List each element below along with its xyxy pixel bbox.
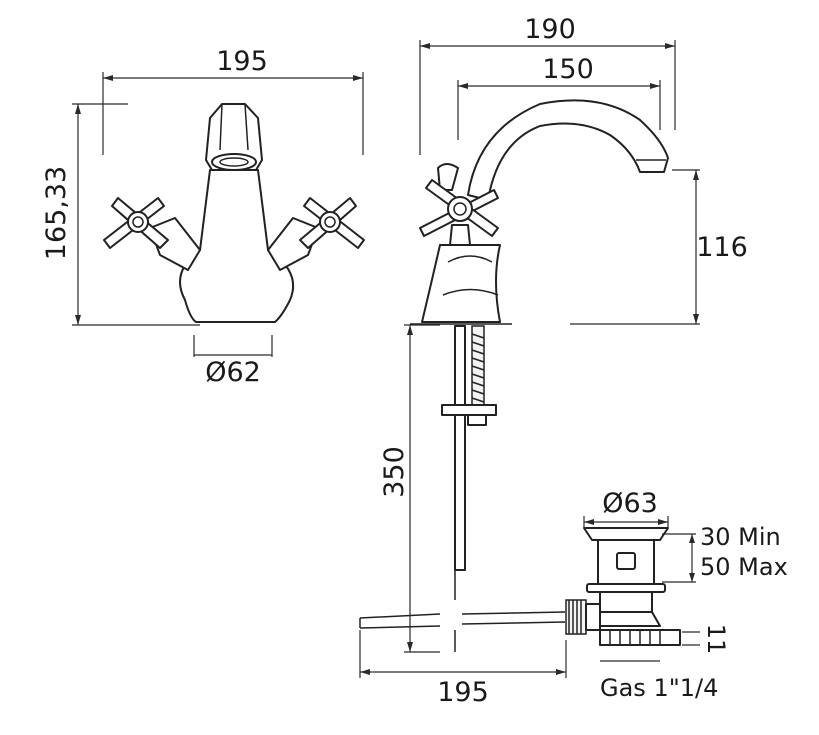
side-view: 190 150 116 350 [379,14,748,653]
side-spout-reach-dimension: 150 [457,54,661,140]
waste-diameter-label: Ø63 [602,488,658,519]
waste-offset-dimension: 11 [682,624,730,655]
side-fixing-nut [441,404,497,416]
front-lever [205,103,263,171]
waste-pull-rod [359,611,566,629]
waste-offset-label: 11 [702,624,730,655]
front-base-diameter-label: Ø62 [205,357,261,388]
side-body [421,244,501,323]
side-spout-height-dimension: 116 [570,169,748,325]
front-height-dimension: 165,33 [41,103,200,326]
side-cross-handle [419,179,499,246]
front-view: 195 165,33 Ø62 [41,46,365,388]
side-spout-reach-label: 150 [542,54,594,85]
waste-backnut [586,583,666,593]
waste-reach-label: 195 [437,677,489,708]
waste-min-thickness-label: 30 Min [700,523,781,551]
waste-thickness-dimension: 30 Min 50 Max [662,523,788,583]
waste-thread-dimension: Gas 1"1/4 [600,660,718,702]
side-lever [437,163,459,191]
front-left-valve [149,217,201,271]
front-lever-ring [211,153,257,171]
side-tail-length-dimension: 350 [379,324,440,653]
waste-diameter-dimension: Ø63 [583,488,669,528]
waste-assembly: Ø63 30 Min 50 Max 11 Gas 1"1/4 19 [359,488,788,708]
front-right-valve [267,217,319,271]
side-tail-length-label: 350 [379,446,410,498]
front-height-label: 165,33 [41,166,72,260]
waste-max-thickness-label: 50 Max [700,553,788,581]
side-spout-height-label: 116 [696,232,748,263]
front-width-dimension: 195 [102,46,364,155]
side-overall-reach-label: 190 [524,14,576,45]
waste-thread-label: Gas 1"1/4 [600,674,718,702]
waste-reach-dimension: 195 [359,630,567,708]
waste-flange [583,527,669,541]
front-body-outline [179,169,295,323]
front-base-diameter-dimension: Ø62 [193,335,273,388]
front-width-label: 195 [216,46,268,77]
front-left-cross-handle [103,197,169,249]
side-pull-rod [454,325,466,571]
side-spout [467,99,669,201]
side-overall-reach-dimension: 190 [419,14,676,155]
front-right-cross-handle [299,197,365,249]
